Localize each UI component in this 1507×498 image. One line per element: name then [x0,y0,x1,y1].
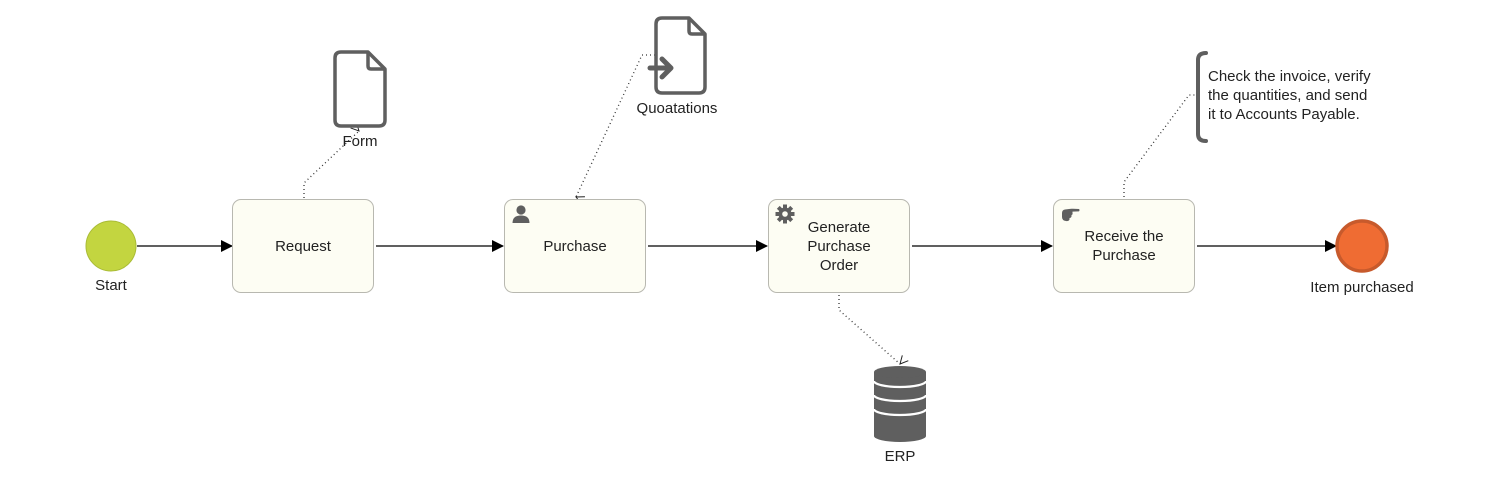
quotations-document-input-icon[interactable] [647,16,707,95]
end-event-label: Item purchased [1310,279,1414,296]
start-event-label: Start [95,277,127,294]
end-event[interactable] [1335,219,1389,273]
association-request-form[interactable] [303,131,359,198]
form-document-icon[interactable] [333,50,387,128]
start-event[interactable] [85,220,137,272]
task-purchase[interactable]: Purchase [504,199,646,293]
association-generate-erp[interactable] [838,295,900,364]
quotations-label: Quoatations [636,100,718,117]
erp-label: ERP [884,448,916,465]
task-receive-the-purchase[interactable]: Receive the Purchase [1053,199,1195,293]
association-receive-annotation[interactable] [1123,94,1197,197]
gear-icon [775,204,795,224]
task-generate-purchase-order-label: Generate Purchase Order [807,218,871,274]
erp-database-icon[interactable] [872,366,928,442]
task-request[interactable]: Request [232,199,374,293]
association-quotations-purchase[interactable] [576,54,655,197]
task-request-label: Request [275,237,331,255]
hand-pointer-icon [1062,208,1080,222]
annotation-bracket [1196,51,1208,143]
form-label: Form [342,133,378,150]
task-generate-purchase-order[interactable]: Generate Purchase Order [768,199,910,293]
task-purchase-label: Purchase [543,237,607,255]
text-annotation[interactable]: Check the invoice, verify the quantities… [1208,68,1371,123]
user-icon [512,205,530,223]
task-receive-the-purchase-label: Receive the Purchase [1084,228,1164,264]
